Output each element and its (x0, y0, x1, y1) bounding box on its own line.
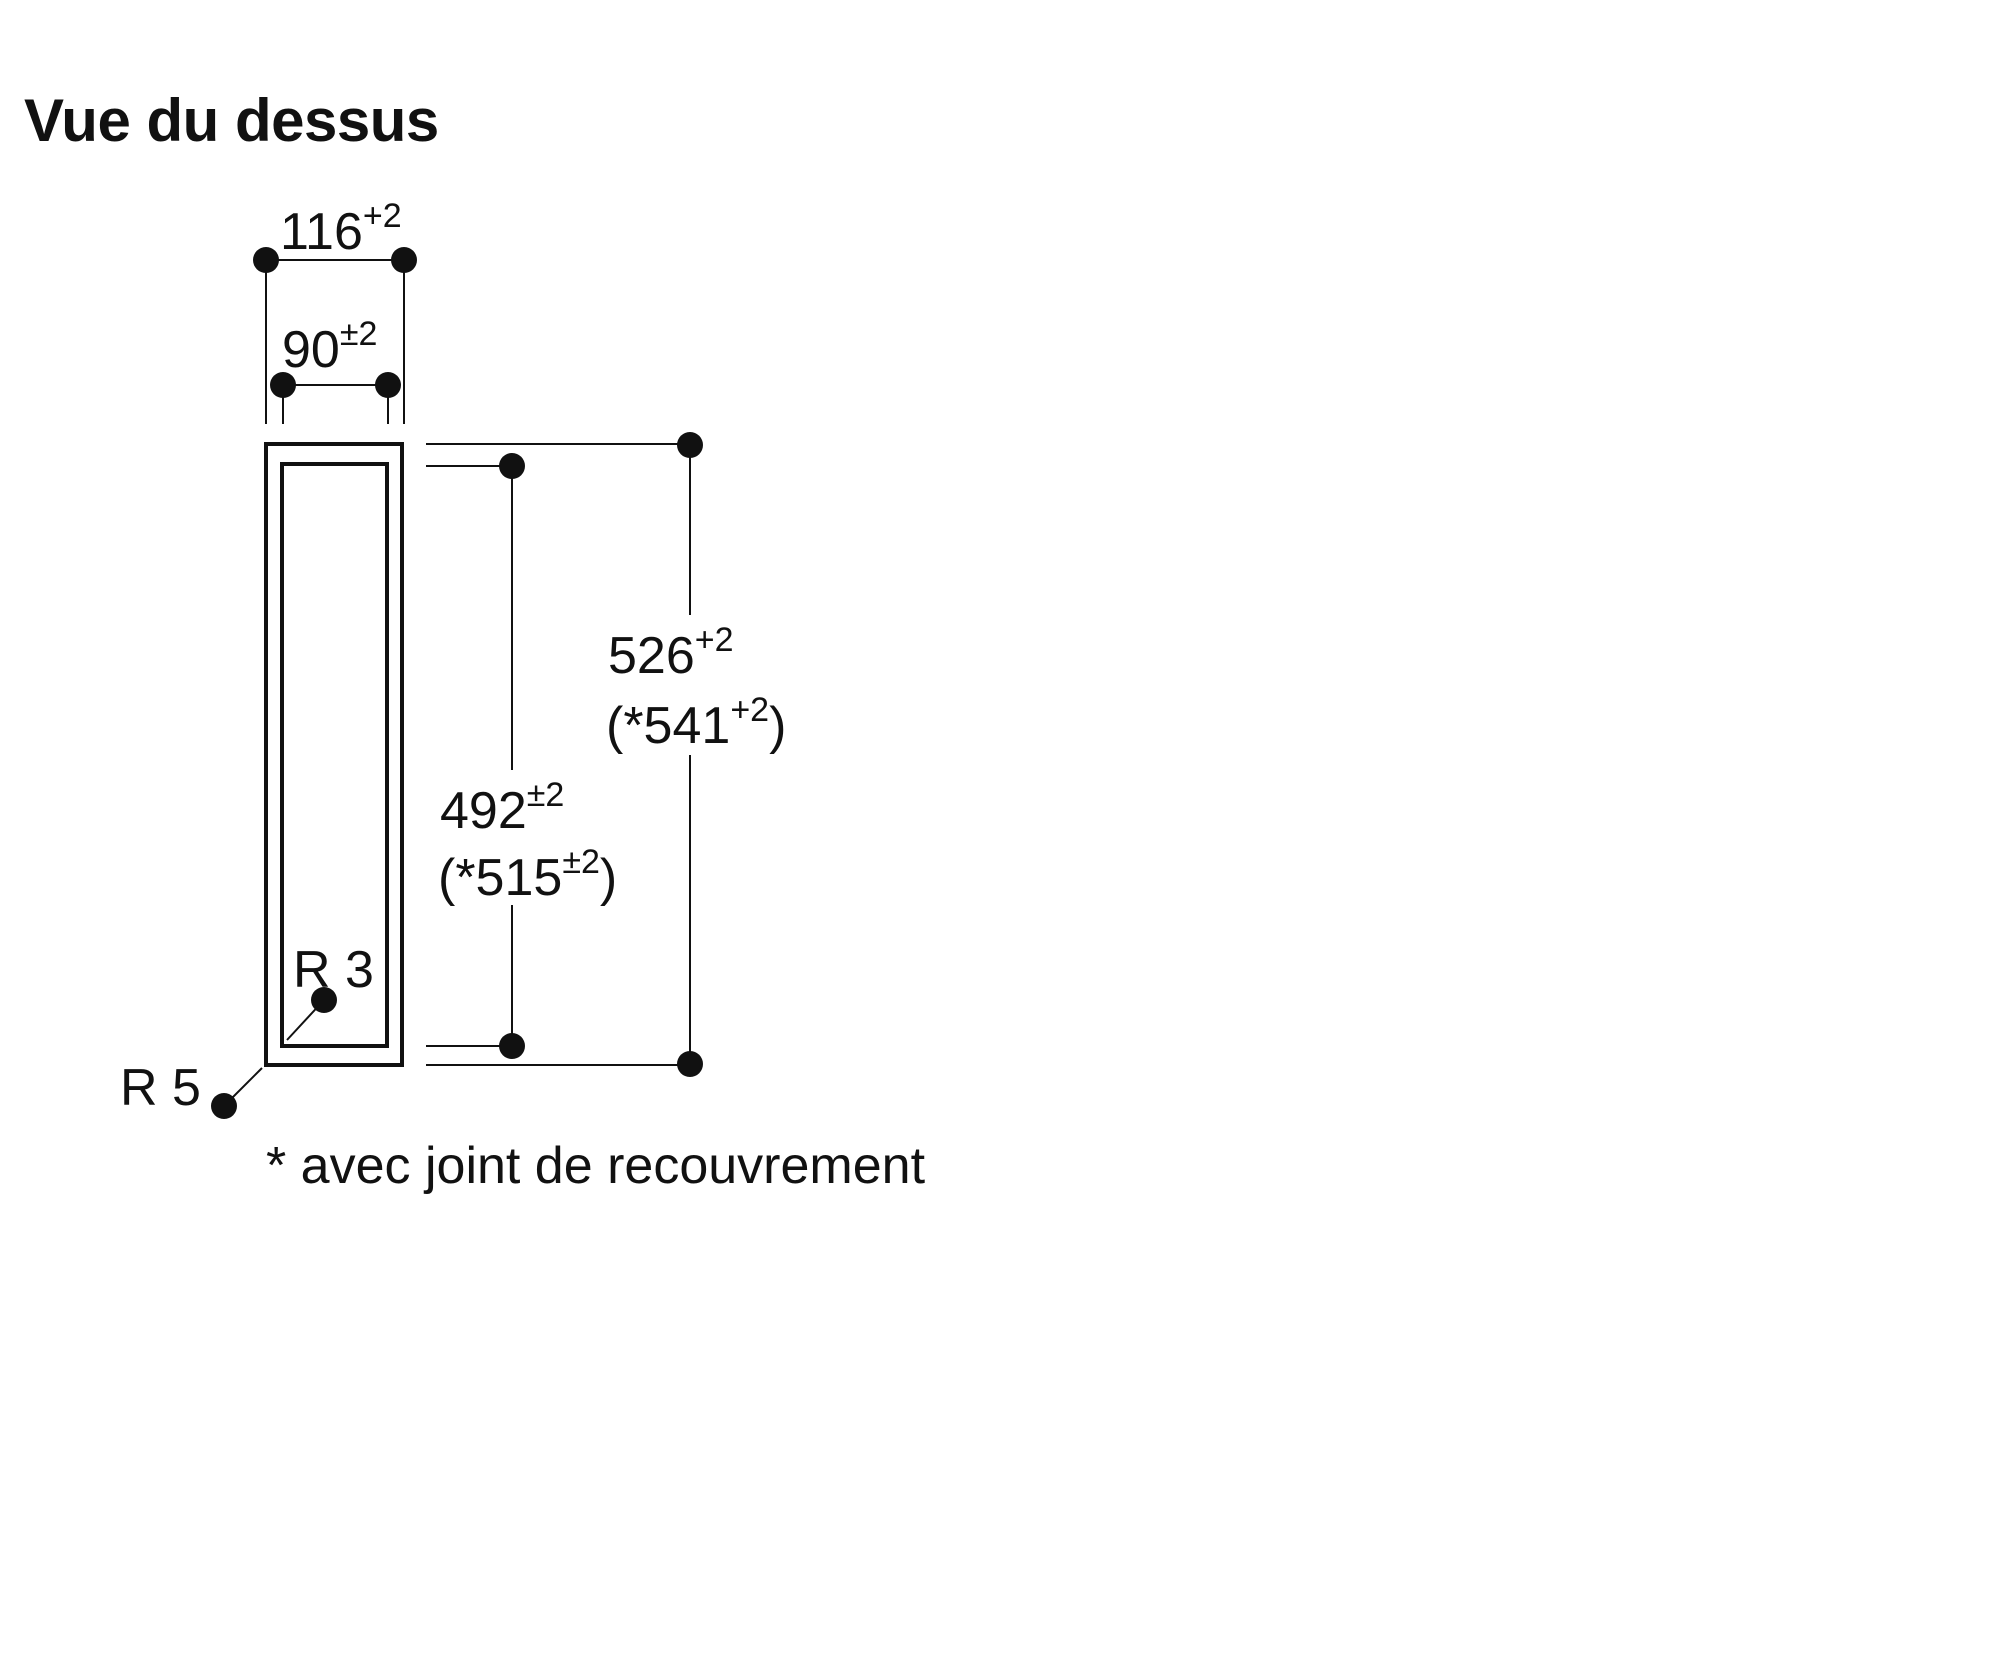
outer-height-label: 526+2 (608, 623, 734, 685)
outer-frame (264, 442, 404, 1067)
outer-width-tolerance: +2 (362, 196, 402, 235)
dim-dot (270, 372, 296, 398)
outer-height-alt-tolerance: +2 (730, 690, 770, 729)
radius-dot (311, 987, 337, 1013)
dim-dot (677, 1051, 703, 1077)
outer-height-alt-close: ) (769, 697, 787, 755)
outer-radius-label: R 5 (120, 1059, 201, 1117)
inner-height-value: 492 (440, 782, 527, 840)
outer-width-label: 116+2 (280, 199, 402, 261)
outer-width-value: 116 (280, 203, 363, 261)
dim-dot (499, 1033, 525, 1059)
outer-height-value: 526 (608, 627, 695, 685)
inner-height-alt-label: (*515±2) (438, 845, 618, 907)
outer-height-tolerance: +2 (694, 620, 734, 659)
inner-height-alt-tolerance: ±2 (562, 842, 600, 881)
inner-radius-label: R 3 (293, 941, 374, 999)
inner-height-label: 492±2 (440, 778, 564, 840)
inner-width-value: 90 (282, 321, 340, 379)
footnote: * avec joint de recouvrement (266, 1137, 926, 1195)
inner-height-alt-value: (*515 (438, 849, 563, 907)
page-title: Vue du dessus (24, 87, 439, 154)
inner-frame (280, 462, 389, 1048)
inner-height-tolerance: ±2 (526, 775, 565, 814)
outer-height-alt-label: (*541+2) (606, 693, 787, 755)
radius-dot (211, 1093, 237, 1119)
outer-height-alt-value: (*541 (606, 697, 731, 755)
dim-dot (375, 372, 401, 398)
dim-dot (391, 247, 417, 273)
dim-dot (677, 432, 703, 458)
inner-height-alt-close: ) (599, 849, 618, 907)
dim-dot (499, 453, 525, 479)
dim-dot (253, 247, 279, 273)
inner-width-label: 90±2 (282, 317, 377, 379)
inner-width-tolerance: ±2 (339, 314, 378, 353)
